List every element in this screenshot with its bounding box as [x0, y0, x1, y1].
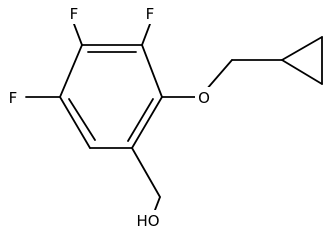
- bond-ch2-oh: [154, 196, 161, 211]
- atom-f-top-left-label: F: [70, 5, 79, 23]
- ring-bond-lower-left-inner: [68, 98, 96, 141]
- atom-oh-group-label: HO: [136, 212, 159, 230]
- benzene-ring: [59, 44, 163, 149]
- atom-o-ether: O: [195, 87, 213, 108]
- atom-f-top-left: F: [67, 4, 82, 24]
- atom-f-left: F: [5, 88, 22, 108]
- atom-f-top-right-label: F: [146, 5, 155, 23]
- ring-bond-lower-right: [131, 96, 163, 149]
- cyclopropyl-ring: [281, 36, 323, 85]
- ring-bond-upper-right: [141, 44, 163, 98]
- bond-o-ch2: [205, 59, 233, 91]
- cyclopropyl-bond-upper: [281, 36, 323, 61]
- ring-bond-lower-right-inner: [127, 98, 154, 142]
- bond-ring-ch2oh: [131, 147, 161, 198]
- atom-f-top-right: F: [143, 4, 158, 24]
- atom-oh-group: HO: [132, 210, 164, 231]
- atom-f-left-label: F: [9, 89, 18, 107]
- ring-bond-upper-left: [59, 44, 83, 98]
- ring-bond-lower-left: [59, 96, 91, 149]
- atom-o-ether-label: O: [198, 89, 210, 107]
- bond-c-f-top-left: [73, 23, 83, 46]
- bond-c-f-top-right: [141, 23, 151, 46]
- cyclopropyl-bond-lower: [281, 59, 323, 85]
